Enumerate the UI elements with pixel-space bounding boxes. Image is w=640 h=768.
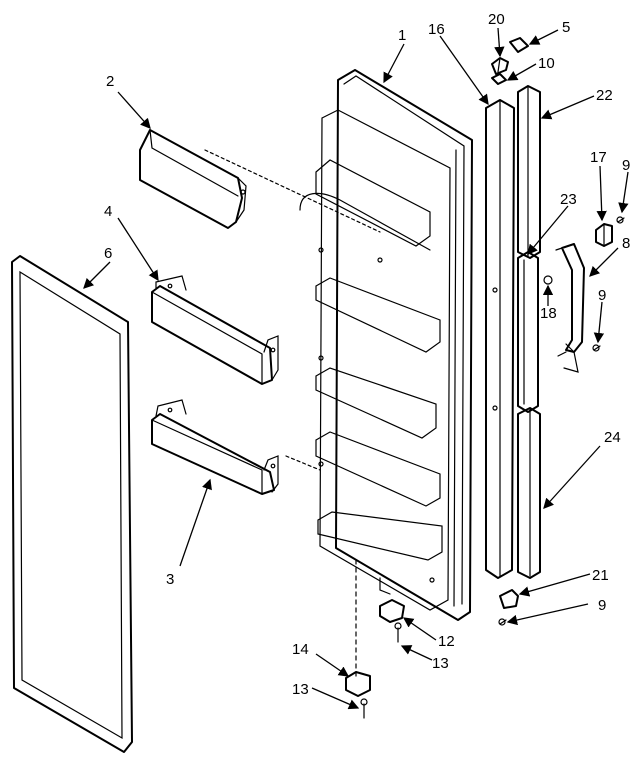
door-gasket	[11, 255, 133, 753]
dairy-door	[139, 129, 247, 229]
bracket-21	[499, 589, 519, 609]
callout-23: 23	[560, 191, 577, 208]
callout-1: 1	[398, 27, 406, 44]
screw-9-lower	[498, 618, 507, 626]
callout-4: 4	[104, 203, 112, 220]
plug-5	[509, 37, 529, 53]
callout-8: 8	[622, 235, 630, 252]
bracket-17	[595, 223, 613, 247]
callout-24: 24	[604, 429, 621, 446]
callout-21: 21	[592, 567, 609, 584]
screw-18	[543, 275, 553, 285]
callout-5: 5	[562, 19, 570, 36]
handle-trim-strip-16	[485, 99, 515, 579]
callout-20: 20	[488, 11, 505, 28]
callout-13-lower: 13	[292, 681, 309, 698]
screw-13-upper	[394, 622, 402, 643]
callout-22: 22	[596, 87, 613, 104]
screw-9-upper	[616, 216, 625, 224]
handle-trim-strip-22	[517, 85, 541, 259]
door-panel	[299, 69, 473, 621]
screw-9-middle	[592, 344, 601, 352]
door-handle	[555, 243, 585, 373]
leader-lines	[83, 27, 629, 710]
clip-10	[491, 73, 507, 85]
callout-6: 6	[104, 245, 112, 262]
callout-9-lower: 9	[598, 597, 606, 614]
door-shelf-upper	[151, 275, 279, 385]
screw-13-lower	[360, 698, 368, 719]
callout-9-upper: 9	[622, 157, 630, 174]
callout-12: 12	[438, 633, 455, 650]
door-shelf-lower	[151, 399, 279, 495]
callout-18: 18	[540, 305, 557, 322]
hinge-bracket-12	[379, 577, 405, 623]
callout-3: 3	[166, 571, 174, 588]
handle-mount-23	[517, 251, 539, 413]
callout-2: 2	[106, 73, 114, 90]
hinge-pin-14	[345, 671, 371, 697]
callout-16: 16	[428, 21, 445, 38]
callout-13-upper: 13	[432, 655, 449, 672]
callout-17: 17	[590, 149, 607, 166]
callout-9-middle: 9	[598, 287, 606, 304]
handle-trim-strip-24	[517, 407, 541, 579]
callout-14: 14	[292, 641, 309, 658]
clip-20	[491, 57, 509, 75]
callout-10: 10	[538, 55, 555, 72]
